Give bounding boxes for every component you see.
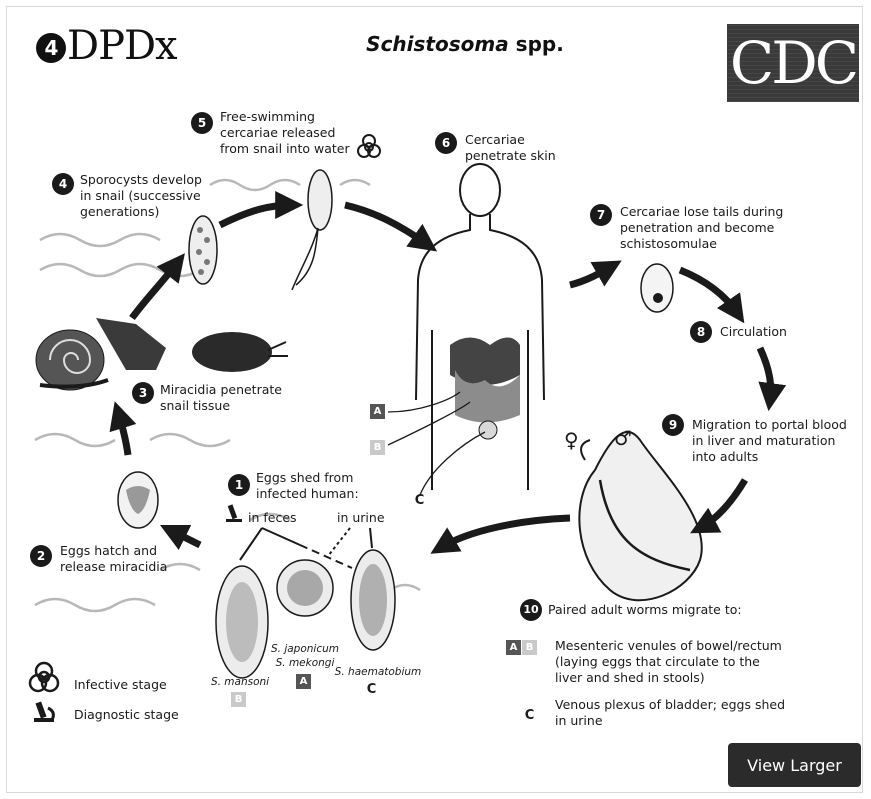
step-1-marker: 1 bbox=[228, 474, 250, 496]
schistosomulum bbox=[641, 264, 673, 312]
header-biohazard-glyph bbox=[358, 135, 380, 157]
step-4-line2: in snail (successive bbox=[80, 188, 202, 204]
destination-2-line1: Venous plexus of bladder; eggs shed bbox=[555, 697, 785, 713]
species-japonicum: S. japonicum bbox=[268, 643, 342, 656]
organ-tag-a: A bbox=[370, 404, 385, 419]
title-suffix: spp. bbox=[509, 32, 564, 56]
step-8-label: Circulation bbox=[720, 324, 787, 340]
organ-tag-c: C bbox=[412, 493, 427, 508]
cercaria bbox=[292, 170, 332, 290]
legend-diagnostic: Diagnostic stage bbox=[68, 707, 179, 722]
species-haematobium: S. haematobium bbox=[334, 666, 422, 679]
destination-1-tag-b: B bbox=[522, 640, 537, 655]
step-7-line1: Cercariae lose tails during bbox=[620, 204, 783, 220]
step-2-line2: release miracidia bbox=[60, 559, 167, 575]
step-5-line1: Free-swimming bbox=[220, 109, 350, 125]
sporocyst bbox=[189, 216, 217, 284]
step-9-label: Migration to portal blood in liver and m… bbox=[692, 417, 847, 465]
step-2-label: Eggs hatch and release miracidia bbox=[60, 543, 167, 575]
destination-1-tag-a: A bbox=[506, 640, 521, 655]
step-6-line2: penetrate skin bbox=[465, 148, 556, 164]
dpdx-logo: 4DPDx bbox=[36, 24, 177, 68]
step-1-line2: infected human: bbox=[256, 486, 359, 502]
step-6-marker: 6 bbox=[435, 132, 457, 154]
destination-1-line2: (laying eggs that circulate to the bbox=[555, 654, 782, 670]
title-genus: Schistosoma bbox=[366, 32, 509, 56]
dpdx-wordmark: DPDx bbox=[67, 23, 177, 69]
organ-tag-b: B bbox=[370, 440, 385, 455]
step-9-line3: into adults bbox=[692, 449, 847, 465]
step-4-line1: Sporocysts develop bbox=[80, 172, 202, 188]
in-feces-label: in feces bbox=[248, 510, 297, 526]
destination-2-text: Venous plexus of bladder; eggs shed in u… bbox=[555, 697, 785, 729]
dpdx-mark: 4 bbox=[36, 33, 66, 63]
step-9-line2: in liver and maturation bbox=[692, 433, 847, 449]
legend-infective-label: Infective stage bbox=[74, 677, 167, 692]
step-8-marker: 8 bbox=[690, 321, 712, 343]
species-mekongi: S. mekongi bbox=[268, 657, 342, 670]
step-10-label: Paired adult worms migrate to: bbox=[548, 602, 742, 618]
destination-1-line3: liver and shed in stools) bbox=[555, 670, 782, 686]
species-mansoni-tag: B bbox=[231, 692, 246, 707]
step-10-marker: 10 bbox=[520, 599, 542, 621]
step-3-label: Miracidia penetrate snail tissue bbox=[160, 382, 282, 414]
step-5-line2: cercariae released bbox=[220, 125, 350, 141]
legend-infective: Infective stage bbox=[68, 677, 167, 692]
step-1-label: Eggs shed from infected human: bbox=[256, 470, 359, 502]
human-body bbox=[416, 164, 544, 490]
view-larger-button[interactable]: View Larger bbox=[728, 743, 861, 787]
step-4-marker: 4 bbox=[52, 173, 74, 195]
legend-diagnostic-label: Diagnostic stage bbox=[74, 707, 179, 722]
page-title: Schistosoma spp. bbox=[330, 32, 600, 56]
step-1-line1: Eggs shed from bbox=[256, 470, 359, 486]
step-7-label: Cercariae lose tails during penetration … bbox=[620, 204, 783, 252]
step-2-marker: 2 bbox=[30, 545, 52, 567]
step-6-line1: Cercariae bbox=[465, 132, 556, 148]
step-5-line3: from snail into water bbox=[220, 141, 350, 157]
step-7-line3: schistosomulae bbox=[620, 236, 783, 252]
cdc-logo: CDC bbox=[727, 24, 859, 102]
legend-biohazard-glyph bbox=[30, 663, 58, 691]
adult-worms bbox=[579, 432, 701, 600]
step-5-marker: 5 bbox=[191, 112, 213, 134]
in-urine-label: in urine bbox=[337, 510, 385, 526]
step-5-label: Free-swimming cercariae released from sn… bbox=[220, 109, 350, 157]
egg-microscope-glyph bbox=[226, 504, 242, 522]
male-symbol: ♂ bbox=[614, 430, 632, 446]
miracidium bbox=[118, 472, 158, 528]
destination-1-line1: Mesenteric venules of bowel/rectum bbox=[555, 638, 782, 654]
destination-2-line2: in urine bbox=[555, 713, 785, 729]
step-4-line3: generations) bbox=[80, 204, 202, 220]
species-mansoni: S. mansoni bbox=[205, 676, 275, 689]
step-7-marker: 7 bbox=[590, 204, 612, 226]
step-3-line1: Miracidia penetrate bbox=[160, 382, 282, 398]
step-7-line2: penetration and become bbox=[620, 220, 783, 236]
species-haematobium-tag: C bbox=[364, 682, 379, 697]
female-symbol: ♀ bbox=[564, 432, 579, 448]
destination-2-tag-c: C bbox=[522, 708, 537, 723]
snail-shells bbox=[36, 318, 288, 390]
step-9-line1: Migration to portal blood bbox=[692, 417, 847, 433]
destination-1-text: Mesenteric venules of bowel/rectum (layi… bbox=[555, 638, 782, 686]
step-3-line2: snail tissue bbox=[160, 398, 282, 414]
step-2-line1: Eggs hatch and bbox=[60, 543, 167, 559]
step-3-marker: 3 bbox=[132, 382, 154, 404]
legend-microscope-glyph bbox=[34, 701, 54, 722]
species-japonicum-tag: A bbox=[296, 674, 311, 689]
step-9-marker: 9 bbox=[662, 414, 684, 436]
intestine-organs bbox=[450, 338, 520, 440]
step-6-label: Cercariae penetrate skin bbox=[465, 132, 556, 164]
step-4-label: Sporocysts develop in snail (successive … bbox=[80, 172, 202, 220]
